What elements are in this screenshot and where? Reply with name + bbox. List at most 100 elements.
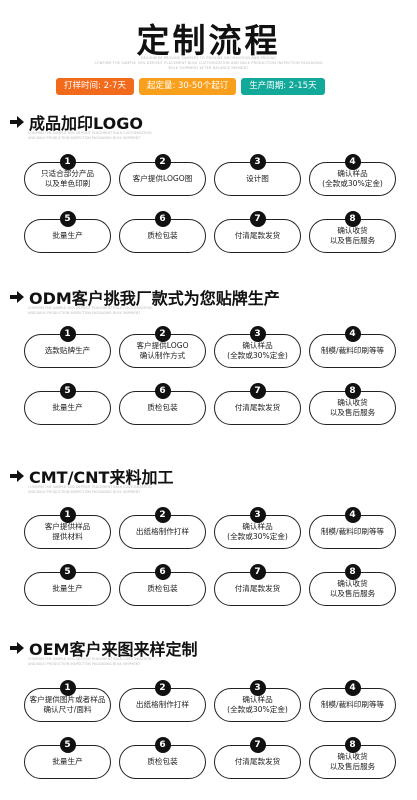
step-card: 6 质检包装 <box>119 383 206 425</box>
step-label: 质检包装 <box>147 757 178 766</box>
step-label: 确认样品 (全款或30%定金) <box>227 522 288 541</box>
step-label: 批量生产 <box>52 403 83 412</box>
step-number: 8 <box>344 211 361 227</box>
section-fine-2: AND BULK PRODUCTION INSPECTION PACKAGING… <box>28 136 141 140</box>
sample-time-tag: 打样时间: 2-7天 <box>56 78 134 95</box>
step-card: 5 批量生产 <box>24 211 111 253</box>
step-number: 1 <box>59 326 76 342</box>
step-label: 付清尾款发货 <box>234 584 281 593</box>
step-number: 4 <box>344 326 361 342</box>
step-number: 6 <box>154 211 171 227</box>
step-label: 付清尾款发货 <box>234 403 281 412</box>
step-number: 5 <box>59 564 76 580</box>
step-card: 7 付清尾款发货 <box>214 564 301 606</box>
step-label: 客户提供LOGO 确认制作方式 <box>136 341 189 360</box>
step-number: 6 <box>154 737 171 753</box>
step-label: 出纸格制作打样 <box>135 527 190 536</box>
step-label: 批量生产 <box>52 757 83 766</box>
step-card: 6 质检包装 <box>119 211 206 253</box>
main-title: 定制流程 <box>136 21 281 60</box>
step-number: 4 <box>344 154 361 170</box>
step-number: 1 <box>59 507 76 523</box>
step-label: 确认样品 (全款或30%定金) <box>227 695 288 714</box>
step-number: 5 <box>59 211 76 227</box>
step-number: 3 <box>249 326 266 342</box>
step-number: 8 <box>344 564 361 580</box>
step-number: 3 <box>249 680 266 696</box>
step-number: 1 <box>59 680 76 696</box>
header-fine-line-1: DESIGNERS PROVIDE SAMPLES TO PROVIDE INF… <box>140 56 277 60</box>
header-fine-line-3: BULK SHIPMENT AFTER BALANCE PAYMENT <box>168 66 249 70</box>
step-number: 7 <box>249 564 266 580</box>
step-number: 8 <box>344 737 361 753</box>
step-label: 只适合部分产品 以及单色印刷 <box>40 169 95 188</box>
step-number: 3 <box>249 154 266 170</box>
section-fine-2: AND BULK PRODUCTION INSPECTION PACKAGING… <box>28 490 141 494</box>
step-label: 确认样品 (全款或30%定金) <box>322 169 383 188</box>
step-number: 7 <box>249 383 266 399</box>
step-label: 批量生产 <box>52 231 83 240</box>
section-title: OEM客户来图来样定制 <box>10 636 197 660</box>
section-title: CMT/CNT来料加工 <box>10 464 173 488</box>
section-fine-1: CONFIRM THE SAMPLE 30% DEPOSIT PLACEMENT… <box>28 485 152 489</box>
step-label: 客户提供样品 提供材料 <box>44 522 91 541</box>
arrow-right-icon <box>10 291 25 303</box>
step-card: 5 批量生产 <box>24 737 111 779</box>
step-label: 付清尾款发货 <box>234 757 281 766</box>
step-number: 8 <box>344 383 361 399</box>
step-label: 确认收货 以及售后服务 <box>329 226 376 245</box>
step-number: 2 <box>154 507 171 523</box>
step-label: 确认收货 以及售后服务 <box>329 579 376 598</box>
info-tags: 打样时间: 2-7天 起定量: 30-50个起订 生产周期: 2-15天 <box>56 78 325 95</box>
step-number: 2 <box>154 154 171 170</box>
step-label: 质检包装 <box>147 403 178 412</box>
arrow-right-icon <box>10 116 25 128</box>
step-card: 7 付清尾款发货 <box>214 383 301 425</box>
section-fine-1: CONFIRM THE SAMPLE 30% DEPOSIT PLACEMENT… <box>28 306 152 310</box>
step-number: 2 <box>154 680 171 696</box>
step-label: 设计图 <box>246 174 269 183</box>
step-label: 批量生产 <box>52 584 83 593</box>
production-cycle-tag: 生产周期: 2-15天 <box>241 78 325 95</box>
step-card: 3 设计图 <box>214 154 301 196</box>
step-label: 选款贴牌生产 <box>44 346 91 355</box>
step-label: 质检包装 <box>147 231 178 240</box>
arrow-right-icon <box>10 642 25 654</box>
section-title: 成品加印LOGO <box>10 110 143 134</box>
step-label: 客户提供图片或者样品 确认尺寸/面料 <box>29 695 106 714</box>
step-label: 出纸格制作打样 <box>135 700 190 709</box>
step-card: 1 选款贴牌生产 <box>24 326 111 368</box>
step-number: 5 <box>59 737 76 753</box>
step-number: 4 <box>344 680 361 696</box>
section-fine-1: CONFIRM THE SAMPLE 30% DEPOSIT PLACEMENT… <box>28 657 152 661</box>
min-order-tag: 起定量: 30-50个起订 <box>138 78 237 95</box>
section-fine-2: AND BULK PRODUCTION INSPECTION PACKAGING… <box>28 311 141 315</box>
section-title: ODM客户挑我厂款式为您贴牌生产 <box>10 285 280 309</box>
step-label: 付清尾款发货 <box>234 231 281 240</box>
step-number: 3 <box>249 507 266 523</box>
section-fine-2: AND BULK PRODUCTION INSPECTION PACKAGING… <box>28 662 141 666</box>
step-number: 6 <box>154 383 171 399</box>
step-card: 2 出纸格制作打样 <box>119 507 206 549</box>
header-fine-line-2: CONFIRM THE SAMPLE 30% DEPOSIT PLACEMENT… <box>94 61 323 65</box>
step-number: 4 <box>344 507 361 523</box>
step-number: 2 <box>154 326 171 342</box>
